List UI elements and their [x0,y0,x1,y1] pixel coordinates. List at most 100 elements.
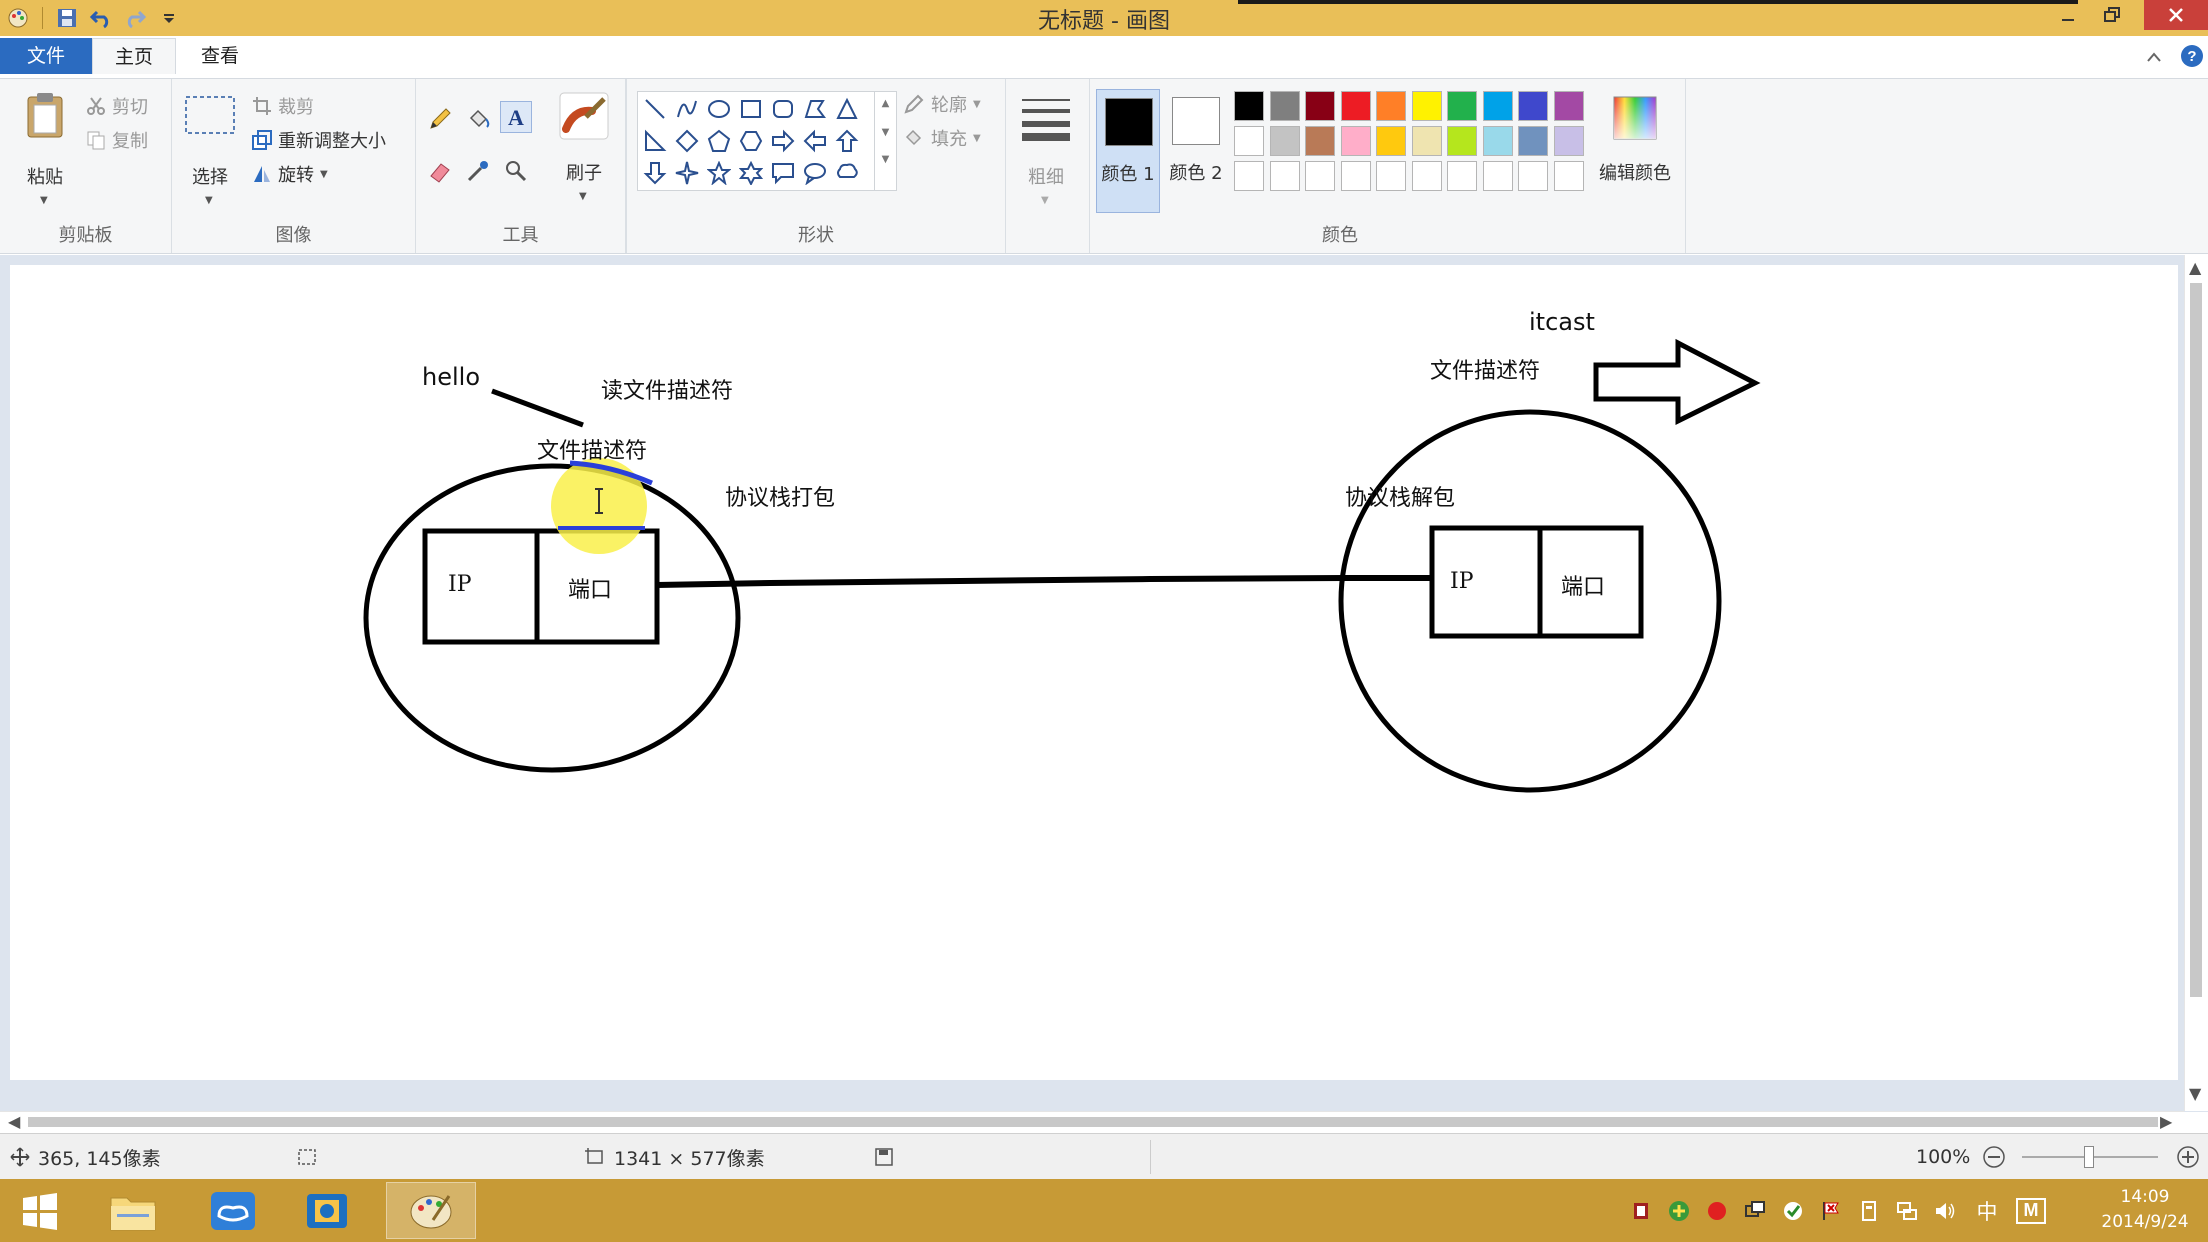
palette-swatch[interactable] [1482,126,1513,156]
tray-film-icon[interactable] [1628,1198,1654,1224]
curve-shape-icon[interactable] [672,94,702,124]
scroll-down-arrow-icon[interactable]: ▼ [2189,1084,2202,1103]
palette-swatch[interactable] [1234,126,1264,156]
shapes-scroll-down-icon[interactable]: ▼ [881,127,890,138]
oval-shape-icon[interactable] [704,94,734,124]
palette-swatch[interactable] [1269,126,1300,156]
network-icon[interactable] [1894,1198,1920,1224]
shapes-scroll-up-icon[interactable]: ▲ [881,98,890,109]
palette-swatch[interactable] [1340,126,1371,156]
paint-taskbar-button[interactable] [386,1182,476,1239]
ime-language-indicator[interactable]: 中 [1976,1199,1998,1224]
six-point-star-shape-icon[interactable] [736,158,766,188]
palette-swatch[interactable] [1340,91,1371,121]
palette-swatch[interactable] [1340,161,1371,191]
undo-icon[interactable] [87,4,115,32]
text-tool-icon[interactable]: A [500,101,532,133]
palette-swatch[interactable] [1411,161,1442,191]
palette-swatch[interactable] [1234,91,1264,121]
palette-swatch[interactable] [1269,161,1300,191]
crop-button[interactable]: 裁剪 [252,91,314,121]
magnifier-icon[interactable] [500,155,532,187]
cloud-callout-shape-icon[interactable] [832,158,862,188]
paste-button[interactable]: 粘贴 ▼ [20,91,70,206]
cloud-app-taskbar-button[interactable] [188,1182,278,1239]
palette-swatch[interactable] [1447,161,1477,191]
rotate-button[interactable]: 旋转 ▼ [252,159,328,189]
tray-flag-icon[interactable] [1818,1198,1844,1224]
vertical-scroll-thumb[interactable] [2190,283,2202,997]
save-icon[interactable] [53,4,81,32]
palette-swatch[interactable] [1234,161,1264,191]
tab-view[interactable]: 查看 [200,45,239,67]
palette-swatch[interactable] [1482,91,1513,121]
ime-mode-indicator[interactable]: M [2016,1197,2046,1224]
cut-button[interactable]: 剪切 [86,91,148,121]
down-arrow-shape-icon[interactable] [640,158,670,188]
minimize-ribbon-chevron-icon[interactable] [2146,48,2162,67]
color2-button[interactable]: 颜色 2 [1164,89,1228,209]
scroll-left-arrow-icon[interactable]: ◀ [8,1112,21,1131]
horizontal-scroll-thumb[interactable] [28,1117,2158,1127]
scroll-up-arrow-icon[interactable]: ▲ [2189,258,2202,277]
resize-button[interactable]: 重新调整大小 [252,125,386,155]
select-button[interactable]: 选择 ▼ [182,91,242,206]
palette-swatch[interactable] [1376,91,1406,121]
triangle-shape-icon[interactable] [832,94,862,124]
help-icon[interactable]: ? [2180,44,2204,72]
four-point-star-shape-icon[interactable] [672,158,702,188]
pentagon-shape-icon[interactable] [704,126,734,156]
redo-icon[interactable] [121,4,149,32]
size-button[interactable]: 粗细 ▼ [1018,91,1078,211]
brushes-button[interactable]: 刷子 ▼ [556,89,616,209]
palette-swatch[interactable] [1411,91,1442,121]
rounded-rectangle-shape-icon[interactable] [768,94,798,124]
volume-icon[interactable] [1932,1198,1958,1224]
polygon-shape-icon[interactable] [800,94,830,124]
customize-qat-chevron-icon[interactable] [155,4,183,32]
outlook-taskbar-button[interactable] [282,1182,372,1239]
line-shape-icon[interactable] [640,94,670,124]
left-arrow-shape-icon[interactable] [800,126,830,156]
rect-callout-shape-icon[interactable] [768,158,798,188]
tab-file[interactable]: 文件 [0,38,92,74]
scroll-right-arrow-icon[interactable]: ▶ [2160,1112,2173,1131]
tab-home[interactable]: 主页 [92,38,176,74]
palette-swatch[interactable] [1269,91,1300,121]
pencil-icon[interactable] [424,103,456,135]
outline-button[interactable]: 轮廓 ▼ [903,89,981,119]
edit-colors-button[interactable]: 编辑颜色 [1590,89,1680,209]
five-point-star-shape-icon[interactable] [704,158,734,188]
palette-swatch[interactable] [1518,91,1548,121]
palette-swatch[interactable] [1305,91,1335,121]
fill-button[interactable]: 填充 ▼ [903,123,981,153]
taskbar-clock[interactable]: 14:09 2014/9/24 [2090,1185,2200,1235]
palette-swatch[interactable] [1411,126,1442,156]
file-explorer-taskbar-button[interactable] [88,1182,178,1239]
zoom-in-button[interactable] [2176,1134,2200,1180]
shapes-expand-icon[interactable]: ▼ [881,154,890,165]
close-button[interactable] [2144,0,2208,30]
shapes-gallery-scroll[interactable]: ▲ ▼ ▼ [874,92,896,190]
tray-device-icon[interactable] [1856,1198,1882,1224]
diamond-shape-icon[interactable] [672,126,702,156]
drawing-canvas[interactable]: hello 读文件描述符 文件描述符 协议栈打包 IP 端口 协议栈解包 itc… [10,265,2178,1080]
palette-swatch[interactable] [1518,126,1548,156]
tray-plus-icon[interactable] [1666,1198,1692,1224]
tray-network-app-icon[interactable] [1742,1198,1768,1224]
up-arrow-shape-icon[interactable] [832,126,862,156]
start-button[interactable] [0,1182,80,1239]
right-arrow-shape-icon[interactable] [768,126,798,156]
copy-button[interactable]: 复制 [86,125,148,155]
color-picker-icon[interactable] [462,155,494,187]
fill-bucket-icon[interactable] [462,103,494,135]
palette-swatch[interactable] [1376,161,1406,191]
tray-record-icon[interactable] [1704,1198,1730,1224]
paint-app-icon[interactable] [4,4,32,32]
eraser-icon[interactable] [424,155,456,187]
palette-swatch[interactable] [1553,161,1584,191]
palette-swatch[interactable] [1447,126,1477,156]
palette-swatch[interactable] [1553,91,1584,121]
tray-security-icon[interactable] [1780,1198,1806,1224]
hexagon-shape-icon[interactable] [736,126,766,156]
